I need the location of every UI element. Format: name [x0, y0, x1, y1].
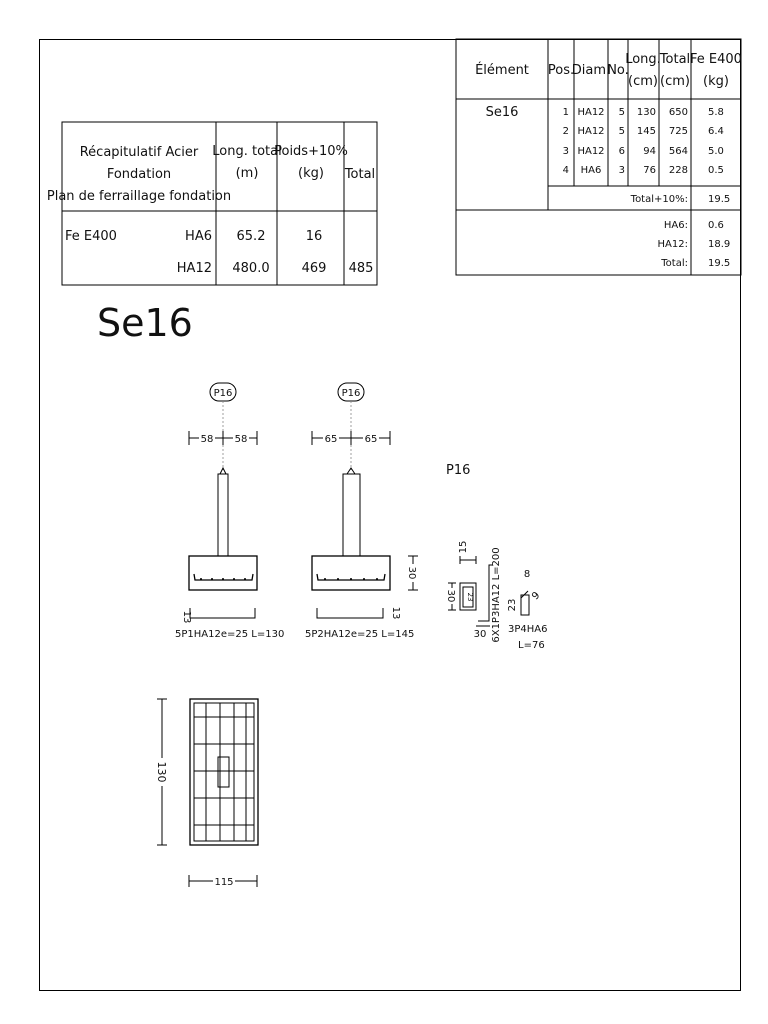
schedule-total: 228: [669, 165, 688, 176]
schedule-header-element: Élément: [475, 62, 529, 78]
schedule-pos: 4: [563, 165, 569, 176]
pier-tag: P16: [214, 388, 233, 399]
column-detail: P16 23 15 30 30 6X1P3HA12 L=200 8 23 9 3…: [445, 463, 547, 651]
small-dim: 13: [181, 611, 192, 624]
stirrup-label-2: L=76: [518, 640, 545, 651]
schedule-no: 5: [619, 107, 625, 118]
height-dim: 30: [406, 567, 417, 580]
dim-right: 58: [235, 434, 248, 445]
schedule-summary-value: 19.5: [708, 258, 730, 269]
schedule-diam: HA12: [577, 126, 604, 137]
stirrup-label-1: 3P4HA6: [508, 624, 547, 635]
schedule-header-pos: Pos.: [548, 63, 574, 78]
schedule-pos: 3: [563, 146, 569, 157]
summary-header-poids: Poids+10%: [274, 144, 348, 159]
summary-row-diam: HA12: [177, 261, 212, 276]
schedule-long: 145: [637, 126, 656, 137]
schedule-no: 3: [619, 165, 625, 176]
summary-header-line-2: Fondation: [107, 167, 171, 182]
schedule-summary-value: 0.6: [708, 220, 724, 231]
schedule-total: 564: [669, 146, 688, 157]
dim-15: 15: [458, 541, 469, 554]
dim-left: 65: [325, 434, 338, 445]
schedule-long: 130: [637, 107, 656, 118]
summary-header-poids-unit: (kg): [298, 166, 324, 181]
steel-summary-table: Récapitulatif Acier Fondation Plan de fe…: [47, 121, 378, 286]
drawing-frame: [39, 39, 741, 991]
footing-section-1: P16 58 58 13 5P1HA12e=25 L=130: [175, 382, 284, 640]
dim-30-left: 30: [445, 590, 456, 603]
schedule-total: 725: [669, 126, 688, 137]
summary-header-total: Total: [344, 167, 375, 182]
schedule-diam: HA12: [577, 146, 604, 157]
schedule-header-total: Total: [659, 52, 690, 67]
summary-row-diam: HA6: [185, 229, 212, 244]
bar-p3-label: 6X1P3HA12 L=200: [491, 547, 502, 642]
dim-right: 65: [365, 434, 378, 445]
schedule-pos: 1: [563, 107, 569, 118]
schedule-fe: 5.0: [708, 146, 724, 157]
dim-30-bottom: 30: [474, 629, 487, 640]
schedule-diam: HA6: [581, 165, 602, 176]
summary-row-length: 65.2: [237, 229, 266, 244]
summary-steel-grade: Fe E400: [65, 229, 117, 244]
plan-width-dim: 115: [214, 877, 233, 888]
schedule-fe: 0.5: [708, 165, 724, 176]
sheet-title: Se16: [97, 301, 193, 345]
small-dim: 13: [390, 607, 401, 620]
bar-label: 5P1HA12e=25 L=130: [175, 629, 284, 640]
schedule-no: 6: [619, 146, 625, 157]
footing-plan: 130 115: [155, 698, 259, 888]
column-detail-title: P16: [446, 463, 470, 478]
schedule-header-fe: Fe E400: [690, 52, 742, 67]
schedule-header-total-unit: (cm): [660, 74, 690, 89]
bar-schedule-table: Élément Pos. Diam. No. Long. (cm) Total …: [455, 38, 742, 276]
summary-header-long-unit: (m): [236, 166, 259, 181]
schedule-element-name: Se16: [486, 105, 519, 120]
schedule-summary-label: Total:: [660, 258, 688, 269]
schedule-total: 650: [669, 107, 688, 118]
bar-label: 5P2HA12e=25 L=145: [305, 629, 414, 640]
schedule-pos: 2: [563, 126, 569, 137]
summary-header-line-3: Plan de ferraillage fondation: [47, 189, 231, 204]
footing-section-2: P16 65 65 30 13 5P2HA12e=25 L=145: [305, 382, 419, 640]
schedule-fe: 5.8: [708, 107, 724, 118]
plan-height-dim: 130: [155, 762, 168, 783]
schedule-header-no: No.: [607, 63, 629, 78]
schedule-header-long-unit: (cm): [628, 74, 658, 89]
summary-row-total: 485: [349, 261, 374, 276]
schedule-summary-label: HA12:: [658, 239, 688, 250]
inner-mark: 23: [466, 593, 474, 602]
schedule-total-plus-value: 19.5: [708, 194, 730, 205]
schedule-summary-label: HA6:: [664, 220, 688, 231]
stirrup-dim-9: 9: [530, 590, 542, 602]
schedule-no: 5: [619, 126, 625, 137]
schedule-total-plus-label: Total+10%:: [630, 194, 688, 205]
summary-row-length: 480.0: [232, 261, 269, 276]
schedule-long: 94: [643, 146, 656, 157]
schedule-diam: HA12: [577, 107, 604, 118]
summary-row-weight: 16: [306, 229, 323, 244]
summary-header-long-total: Long. total: [212, 144, 281, 159]
dim-left: 58: [201, 434, 214, 445]
schedule-fe: 6.4: [708, 126, 724, 137]
schedule-long: 76: [643, 165, 656, 176]
summary-header-line-1: Récapitulatif Acier: [80, 145, 199, 160]
summary-row-weight: 469: [302, 261, 327, 276]
schedule-header-diam: Diam.: [572, 63, 610, 78]
stirrup-dim-23: 23: [507, 599, 518, 612]
schedule-header-fe-unit: (kg): [703, 74, 729, 89]
schedule-summary-value: 18.9: [708, 239, 730, 250]
stirrup-dim-8: 8: [524, 569, 530, 580]
schedule-header-long: Long.: [625, 52, 661, 67]
pier-tag: P16: [342, 388, 361, 399]
